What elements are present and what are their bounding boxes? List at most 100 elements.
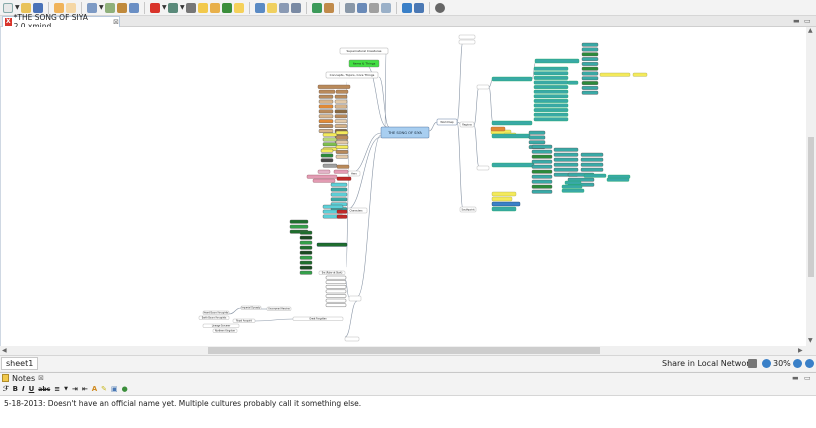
character-topic[interactable] <box>335 130 349 135</box>
character-topic[interactable] <box>318 124 334 129</box>
arcspirit-topic[interactable]: Heart Bound Arcspirits <box>202 310 230 315</box>
character-topic[interactable] <box>299 260 313 265</box>
kingdom-topic[interactable]: Northern Kingdom <box>212 328 238 333</box>
character-topic[interactable] <box>336 209 348 214</box>
brainstorm-icon[interactable] <box>267 2 277 13</box>
hyperlink-icon[interactable]: ● <box>121 385 128 393</box>
region-topic[interactable] <box>581 81 599 86</box>
era-topic[interactable] <box>458 34 476 40</box>
region-topic[interactable] <box>533 108 569 113</box>
region-topic[interactable] <box>533 94 569 99</box>
zoom-in-icon[interactable] <box>793 359 802 368</box>
style-icon[interactable] <box>324 2 334 13</box>
character-topic[interactable] <box>336 176 352 181</box>
region-topic[interactable] <box>531 164 553 169</box>
sorcerer-topic[interactable]: Lineage Sorcerer <box>202 323 240 328</box>
character-topic[interactable] <box>334 99 348 104</box>
align-icon[interactable]: ≡ <box>54 385 61 393</box>
character-topic[interactable] <box>318 99 334 104</box>
region-topic[interactable] <box>491 191 517 197</box>
zoom-reset-icon[interactable] <box>805 359 814 368</box>
region-topic[interactable] <box>553 167 579 172</box>
worldmap-topic[interactable]: Worldmap <box>436 118 458 126</box>
region-topic[interactable] <box>580 162 604 167</box>
region-topic[interactable] <box>531 174 553 179</box>
region-topic[interactable] <box>491 201 521 207</box>
strikethrough-icon[interactable]: abc <box>38 385 51 393</box>
character-topic[interactable] <box>312 178 336 183</box>
presentation-icon[interactable] <box>255 2 265 13</box>
region-topic[interactable] <box>531 149 553 154</box>
region-topic[interactable] <box>581 71 599 76</box>
character-topic[interactable] <box>318 89 336 94</box>
character-topic[interactable] <box>334 124 348 129</box>
character-topic[interactable] <box>299 265 313 270</box>
filter-icon[interactable] <box>748 359 757 368</box>
flag-icon[interactable] <box>150 2 160 13</box>
region-topic[interactable] <box>553 162 579 167</box>
map-icon[interactable] <box>369 2 379 13</box>
underline-icon[interactable]: U <box>28 385 35 393</box>
scroll-up-icon[interactable]: ▲ <box>808 27 813 34</box>
text-color-icon[interactable]: A <box>91 385 98 393</box>
character-topic[interactable] <box>318 129 334 133</box>
drill-down-icon[interactable] <box>291 2 301 13</box>
horizontal-scroll-thumb[interactable] <box>208 347 600 354</box>
new-file-icon[interactable] <box>3 2 13 13</box>
region-topic[interactable] <box>531 154 553 159</box>
character-topic[interactable] <box>289 219 309 224</box>
character-topic[interactable] <box>335 149 349 154</box>
era-topic[interactable] <box>325 303 347 308</box>
region-topic[interactable] <box>606 177 630 182</box>
character-topic[interactable] <box>306 174 338 179</box>
save-icon[interactable] <box>33 2 43 13</box>
era-topic[interactable] <box>325 285 347 289</box>
character-topic[interactable] <box>336 214 348 219</box>
character-topic[interactable] <box>335 89 349 94</box>
horizontal-scrollbar[interactable]: ◀ ▶ <box>0 346 806 355</box>
gear-icon[interactable] <box>435 2 445 13</box>
supernatural-creatures-topic[interactable]: Supernatural Creatures <box>339 47 389 55</box>
chevron-down-icon[interactable]: ▼ <box>180 3 185 11</box>
boundary-icon[interactable] <box>129 2 139 13</box>
character-topic[interactable] <box>318 119 334 124</box>
region-topic[interactable] <box>528 135 546 140</box>
character-topic[interactable] <box>335 135 349 140</box>
region-topic[interactable] <box>476 165 490 171</box>
insert-image-icon[interactable]: ▣ <box>110 385 118 393</box>
character-topic[interactable] <box>322 137 338 142</box>
region-topic[interactable] <box>533 66 569 71</box>
minimize-icon[interactable]: ▬ <box>792 374 799 382</box>
relationship-icon[interactable] <box>117 2 127 13</box>
region-topic[interactable] <box>531 189 553 194</box>
vertical-scrollbar[interactable]: ▲ ▼ <box>806 27 816 346</box>
close-icon[interactable]: ⊠ <box>38 374 44 382</box>
character-topic[interactable] <box>334 104 348 109</box>
highlight-icon[interactable]: ✎ <box>101 385 107 393</box>
characters-topic[interactable]: Characters <box>344 207 368 214</box>
items-things-topic[interactable]: Items & Things <box>348 59 380 68</box>
region-topic[interactable] <box>553 157 579 162</box>
era-topic[interactable] <box>325 280 347 285</box>
region-topic[interactable] <box>580 152 604 157</box>
notes-editor[interactable]: 5-18-2013: Doesn't have an official name… <box>0 396 816 428</box>
character-topic[interactable] <box>330 187 348 192</box>
chevron-down-icon[interactable]: ▼ <box>99 3 104 11</box>
outdent-icon[interactable]: ⇤ <box>81 385 88 393</box>
region-topic[interactable] <box>491 162 535 168</box>
region-topic[interactable] <box>581 57 599 61</box>
region-topic[interactable] <box>564 180 582 185</box>
character-topic[interactable] <box>322 142 338 147</box>
region-topic[interactable] <box>534 58 580 64</box>
region-topic[interactable] <box>553 152 579 157</box>
character-topic[interactable] <box>322 204 344 209</box>
zoom-out-icon[interactable] <box>762 359 771 368</box>
region-topic[interactable] <box>531 144 553 149</box>
region-topic[interactable] <box>491 76 533 82</box>
region-topic[interactable] <box>533 103 569 108</box>
region-topic[interactable] <box>533 76 569 80</box>
region-topic[interactable] <box>533 80 569 85</box>
character-topic[interactable] <box>334 94 348 99</box>
region-topic[interactable] <box>581 47 599 52</box>
character-topic[interactable] <box>330 197 348 202</box>
